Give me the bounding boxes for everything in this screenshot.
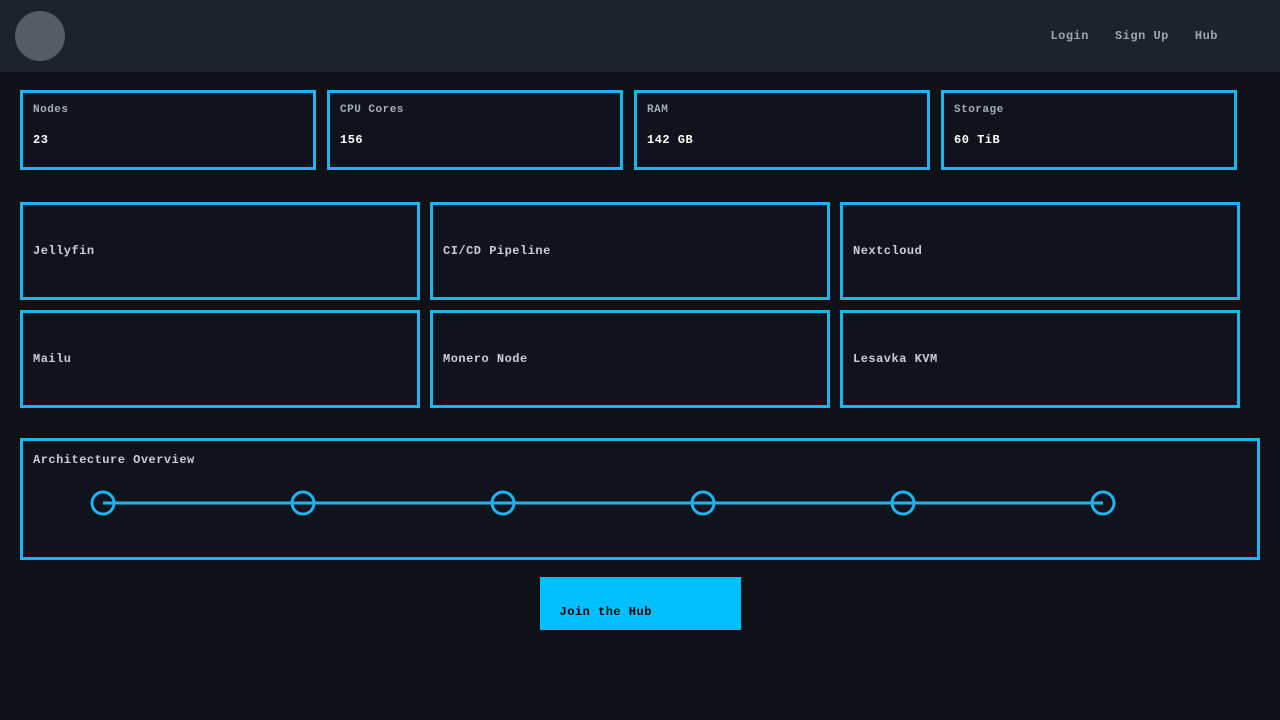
service-card-lesavka-kvm[interactable]: Lesavka KVM bbox=[840, 310, 1240, 408]
service-title: Mailu bbox=[33, 352, 72, 366]
stat-value: 23 bbox=[33, 133, 49, 147]
stat-card-storage: Storage 60 TiB bbox=[941, 90, 1237, 170]
stat-value: 156 bbox=[340, 133, 364, 147]
stat-value: 142 GB bbox=[647, 133, 694, 147]
service-card-nextcloud[interactable]: Nextcloud bbox=[840, 202, 1240, 300]
cta-wrap: Join the Hub bbox=[0, 577, 1280, 630]
stat-value: 60 TiB bbox=[954, 133, 1001, 147]
navbar: Login Sign Up Hub bbox=[0, 0, 1280, 72]
service-title: CI/CD Pipeline bbox=[443, 244, 551, 258]
stat-card-nodes: Nodes 23 bbox=[20, 90, 316, 170]
service-card-jellyfin[interactable]: Jellyfin bbox=[20, 202, 420, 300]
stat-label: Nodes bbox=[33, 104, 69, 116]
stats-row: Nodes 23 CPU Cores 156 RAM 142 GB Storag… bbox=[20, 90, 1260, 170]
architecture-overview-panel: Architecture Overview bbox=[20, 438, 1260, 560]
nav-link-login[interactable]: Login bbox=[1050, 29, 1089, 43]
service-card-monero-node[interactable]: Monero Node bbox=[430, 310, 830, 408]
architecture-diagram bbox=[90, 490, 1116, 516]
stat-card-ram: RAM 142 GB bbox=[634, 90, 930, 170]
service-card-mailu[interactable]: Mailu bbox=[20, 310, 420, 408]
nav-link-hub[interactable]: Hub bbox=[1194, 29, 1218, 43]
service-title: Nextcloud bbox=[853, 244, 923, 258]
service-title: Monero Node bbox=[443, 352, 528, 366]
stat-label: CPU Cores bbox=[340, 104, 404, 116]
services-grid: Jellyfin CI/CD Pipeline Nextcloud Mailu … bbox=[20, 202, 1260, 408]
service-title: Lesavka KVM bbox=[853, 352, 938, 366]
nav-links: Login Sign Up Hub bbox=[1050, 29, 1218, 43]
service-title: Jellyfin bbox=[33, 244, 95, 258]
stat-label: Storage bbox=[954, 104, 1004, 116]
stat-card-cpu-cores: CPU Cores 156 bbox=[327, 90, 623, 170]
service-card-cicd-pipeline[interactable]: CI/CD Pipeline bbox=[430, 202, 830, 300]
architecture-overview-title: Architecture Overview bbox=[33, 453, 195, 467]
nav-link-signup[interactable]: Sign Up bbox=[1114, 29, 1169, 43]
join-hub-button[interactable]: Join the Hub bbox=[539, 577, 741, 630]
avatar[interactable] bbox=[15, 11, 65, 61]
stat-label: RAM bbox=[647, 104, 669, 116]
